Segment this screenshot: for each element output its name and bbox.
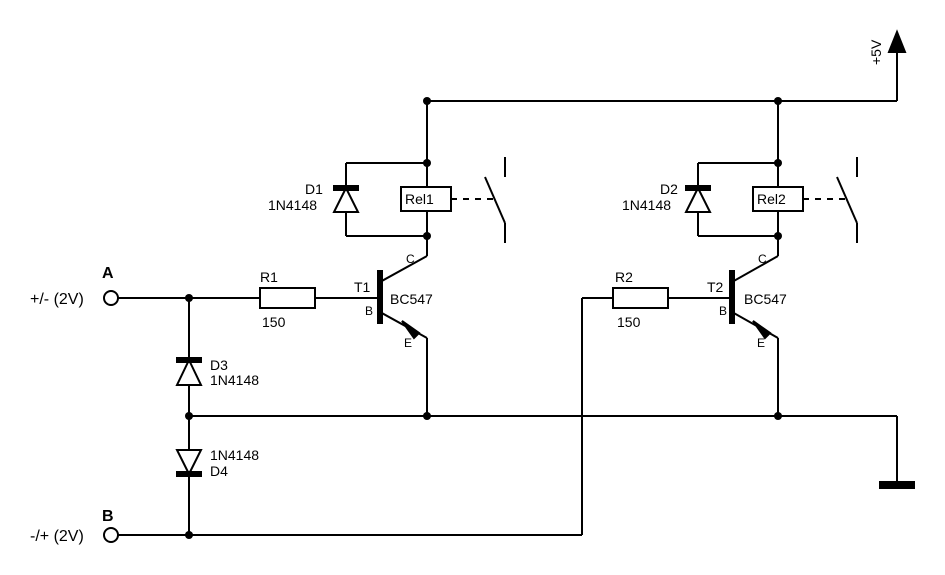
junction-dot	[774, 412, 782, 420]
junction-dot	[774, 97, 782, 105]
relay-rel2-coil	[752, 186, 804, 212]
transistor-t1-ref: T1	[354, 279, 371, 295]
junction-dot	[423, 412, 431, 420]
junction-dot	[185, 294, 193, 302]
transistor-t2-part: BC547	[744, 291, 787, 307]
junction-dot	[423, 232, 431, 240]
terminal-b	[103, 527, 119, 543]
transistor-t2	[729, 255, 779, 416]
transistor-t1-collector: C	[406, 252, 415, 266]
transistor-t1-base: B	[365, 304, 373, 318]
emitter-arrow-icon	[401, 320, 421, 340]
relay-rel1-coil	[400, 186, 452, 212]
junction-dots	[185, 97, 782, 539]
relay-rel2-ref: Rel2	[757, 191, 786, 207]
resistor-r2-ref: R2	[615, 269, 633, 285]
supply-arrow-icon	[887, 29, 907, 53]
relay2-stage-wires	[697, 101, 779, 256]
diode-d4	[175, 449, 203, 477]
relay1-stage-wires	[345, 101, 428, 256]
resistor-r1	[259, 287, 316, 309]
transistor-t2-emitter: E	[757, 336, 765, 350]
relay-rel1-ref: Rel1	[405, 191, 434, 207]
junction-dot	[774, 159, 782, 167]
diode-d4-part: 1N4148	[210, 447, 259, 463]
junction-dot	[185, 531, 193, 539]
ground-icon	[879, 481, 915, 489]
resistor-r2-value: 150	[617, 314, 641, 330]
transistor-t2-base: B	[719, 304, 727, 318]
transistor-t1-part: BC547	[390, 291, 433, 307]
relay-rel1-switch	[451, 157, 506, 243]
junction-dot	[423, 97, 431, 105]
junction-dot	[774, 232, 782, 240]
transistor-t2-collector: C	[758, 252, 767, 266]
terminal-a-name: A	[102, 265, 114, 282]
emitter-arrow-icon	[752, 320, 772, 340]
diode-d3	[175, 357, 203, 386]
resistor-r2	[612, 287, 669, 309]
transistor-t2-ref: T2	[707, 279, 724, 295]
diode-d1-part: 1N4148	[268, 197, 317, 213]
ground-rail	[189, 415, 915, 489]
relay-rel2-switch	[803, 157, 858, 243]
supply-label: +5V	[868, 39, 884, 65]
supply-rail	[427, 29, 907, 102]
terminal-b-name: B	[102, 508, 114, 525]
diode-d2-ref: D2	[660, 181, 678, 197]
diode-d3-ref: D3	[210, 357, 228, 373]
terminal-a-voltage: +/- (2V)	[30, 291, 84, 308]
diode-d1-ref: D1	[305, 181, 323, 197]
transistor-t1-emitter: E	[404, 336, 412, 350]
terminal-b-voltage: -/+ (2V)	[30, 528, 84, 545]
junction-dot	[423, 159, 431, 167]
diode-d3-part: 1N4148	[210, 372, 259, 388]
diode-d2	[684, 185, 712, 213]
diode-d2-part: 1N4148	[622, 197, 671, 213]
resistor-r1-value: 150	[262, 314, 286, 330]
diode-d1	[332, 185, 360, 213]
resistor-r1-ref: R1	[260, 269, 278, 285]
terminal-a	[103, 290, 119, 306]
diode-d4-ref: D4	[210, 463, 228, 479]
junction-dot	[185, 412, 193, 420]
